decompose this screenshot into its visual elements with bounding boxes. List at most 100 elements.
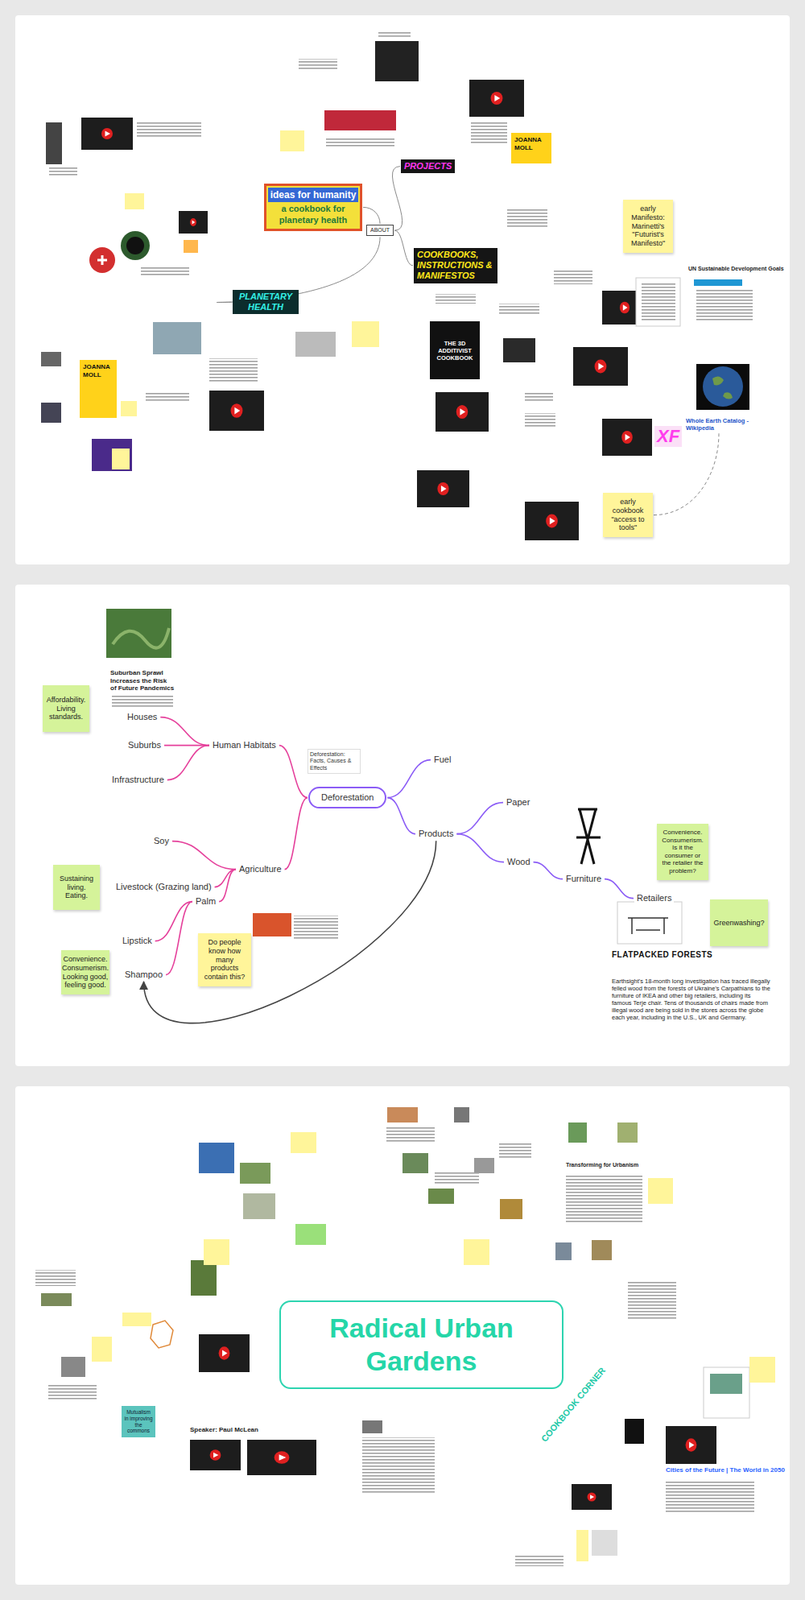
photo bbox=[454, 1106, 470, 1123]
text-lines bbox=[553, 269, 593, 285]
connector bbox=[218, 869, 236, 902]
text-lines bbox=[565, 1175, 643, 1224]
panel bbox=[15, 1085, 790, 1585]
node-text: Radical Urban Gardens bbox=[290, 1311, 553, 1378]
speaker-label: Speaker: Paul McLean bbox=[189, 1425, 259, 1434]
sticky-note: Sustaining living. Eating. bbox=[53, 864, 100, 910]
connector bbox=[167, 745, 210, 781]
logo-tag: XF bbox=[654, 425, 682, 447]
sticky-note bbox=[463, 1238, 490, 1265]
map-node: Human Habitats bbox=[210, 738, 279, 752]
node-text: COOKBOOKS, INSTRUCTIONS & MANIFESTOS bbox=[416, 249, 495, 282]
node-text: PROJECTS bbox=[404, 161, 452, 172]
video-thumbnail bbox=[435, 392, 489, 432]
photo bbox=[91, 438, 133, 471]
photo bbox=[710, 1373, 743, 1394]
video-thumbnail bbox=[573, 346, 628, 386]
map-node: Agriculture bbox=[236, 862, 285, 876]
sticky-note bbox=[203, 1238, 230, 1265]
goal-label: UN Sustainable Development Goals bbox=[688, 265, 785, 273]
photo bbox=[617, 901, 682, 944]
node-text: early Manifesto: Marinetti's "Futurist's… bbox=[626, 204, 670, 248]
node-text: a cookbook for planetary health bbox=[268, 202, 359, 227]
text-lines bbox=[293, 915, 339, 940]
node-text: FLATPACKED FORESTS bbox=[611, 949, 772, 960]
connector bbox=[279, 745, 308, 798]
photo bbox=[387, 1106, 418, 1123]
connector bbox=[172, 841, 236, 870]
text-lines bbox=[298, 58, 338, 70]
video-thumbnail bbox=[189, 1439, 241, 1470]
node-text: Whole Earth Catalog - Wikipedia bbox=[685, 416, 752, 432]
text-lines bbox=[524, 412, 556, 428]
photo bbox=[198, 1142, 235, 1173]
title-card: ideas for humanitya cookbook for planeta… bbox=[264, 183, 363, 232]
map-node: Houses bbox=[124, 710, 160, 723]
node-text: THE 3D ADDITIVIST COOKBOOK bbox=[432, 339, 478, 362]
photo bbox=[112, 627, 170, 649]
photo bbox=[295, 331, 336, 357]
tag-box: ABOUT bbox=[366, 224, 394, 236]
photo bbox=[568, 1122, 587, 1143]
sticky-note bbox=[280, 130, 305, 152]
photo bbox=[150, 1320, 174, 1348]
central-node: Deforestation bbox=[308, 786, 387, 809]
text-lines bbox=[48, 1384, 97, 1401]
node-text: Suburbs bbox=[127, 739, 161, 751]
profile-card: JOANNA MOLL bbox=[79, 359, 117, 418]
photo bbox=[591, 1529, 618, 1556]
node-text: Do people know how many products contain… bbox=[201, 937, 248, 982]
connector bbox=[533, 862, 563, 880]
article-title: Transforming for Urbanism bbox=[565, 1161, 639, 1169]
node-text: Houses bbox=[127, 711, 157, 723]
node-text: Agriculture bbox=[239, 863, 282, 875]
panel bbox=[15, 584, 790, 1066]
node-text: Products bbox=[418, 828, 454, 839]
text-lines bbox=[435, 293, 476, 304]
sticky-note bbox=[290, 1131, 317, 1153]
sticky-note bbox=[648, 1177, 673, 1204]
video-thumbnail bbox=[602, 418, 653, 456]
connector bbox=[165, 901, 193, 975]
photo bbox=[591, 1239, 612, 1260]
node-text: ABOUT bbox=[370, 227, 390, 234]
photo bbox=[696, 363, 750, 410]
node-text: Affordability. Living standards. bbox=[45, 695, 87, 722]
map-node: Furniture bbox=[563, 872, 604, 885]
text-lines bbox=[507, 207, 548, 229]
sticky-note bbox=[120, 400, 137, 417]
connector bbox=[394, 230, 413, 266]
photo bbox=[503, 338, 536, 363]
photo bbox=[324, 110, 397, 131]
photo bbox=[693, 279, 743, 286]
text-lines bbox=[140, 265, 190, 277]
sticky-note bbox=[91, 1336, 112, 1362]
sticky-note: Convenience. Consumerism. Is it the cons… bbox=[656, 823, 709, 880]
text-lines bbox=[378, 30, 411, 38]
photo bbox=[45, 122, 62, 165]
text-lines bbox=[470, 120, 508, 145]
sticky-note: Affordability. Living standards. bbox=[42, 685, 90, 732]
node-text: Deforestation bbox=[321, 792, 374, 803]
photo bbox=[252, 912, 292, 937]
photo bbox=[243, 1193, 276, 1219]
photo bbox=[106, 608, 172, 658]
connector bbox=[164, 744, 210, 747]
photo bbox=[362, 1420, 383, 1433]
category-tag: PLANETARY HEALTH bbox=[232, 289, 299, 314]
sticky-note bbox=[351, 321, 380, 347]
card-caption: Whole Earth Catalog - Wikipedia bbox=[685, 416, 753, 433]
text-lines bbox=[136, 120, 202, 137]
node-text: Shampoo bbox=[124, 969, 163, 980]
photo bbox=[152, 322, 202, 355]
panel bbox=[15, 15, 790, 1585]
article-card: Suburban Sprawl Increases the Risk of Fu… bbox=[109, 668, 176, 694]
text-lines bbox=[111, 695, 174, 709]
text-lines bbox=[641, 283, 676, 322]
connector bbox=[604, 879, 634, 899]
photo bbox=[474, 1157, 495, 1173]
node-text: JOANNA MOLL bbox=[514, 136, 549, 152]
node-text: Infrastructure bbox=[111, 774, 165, 785]
node-text: Livestock (Grazing land) bbox=[115, 881, 212, 892]
